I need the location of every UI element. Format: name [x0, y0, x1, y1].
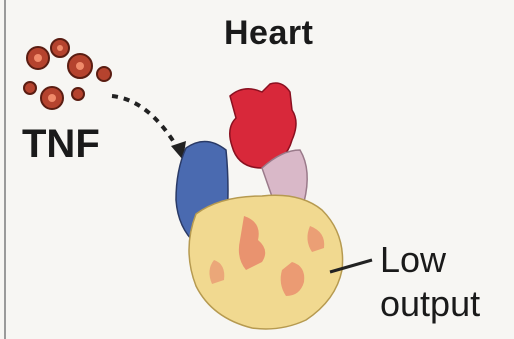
- tnf-particle: [72, 88, 84, 100]
- annotation-line-2: output: [380, 282, 510, 326]
- tnf-label: TNF: [22, 122, 100, 167]
- tnf-particle: [24, 82, 36, 94]
- heart-body: [189, 195, 343, 329]
- annotation-line-1: Low: [380, 238, 510, 282]
- tnf-particle-cluster: [24, 39, 111, 109]
- tnf-particle: [97, 67, 111, 81]
- heart-illustration: [176, 83, 343, 329]
- low-output-annotation: Low output: [380, 238, 510, 326]
- dashed-arrow: [112, 96, 186, 160]
